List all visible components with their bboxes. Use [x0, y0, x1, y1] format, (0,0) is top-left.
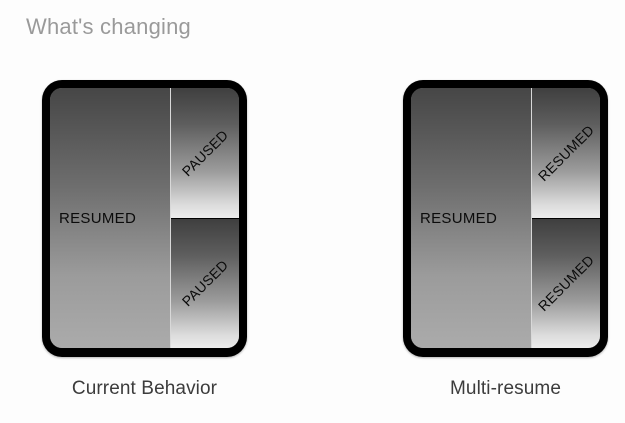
sub-pane-bottom[interactable]: PAUSED [171, 217, 239, 348]
main-pane-label: RESUMED [59, 209, 137, 227]
sub-pane-top[interactable]: RESUMED [532, 88, 600, 218]
device-frame: RESUMED RESUMED RESUMED [403, 80, 608, 357]
device-screen: RESUMED PAUSED PAUSED [50, 88, 239, 348]
caption-current-behavior: Current Behavior [71, 378, 218, 399]
sub-pane-column: RESUMED RESUMED [531, 88, 600, 348]
sub-pane-bottom-label: PAUSED [178, 256, 232, 310]
main-pane[interactable]: RESUMED [411, 88, 531, 348]
sub-pane-column: PAUSED PAUSED [170, 88, 239, 348]
page-title: What's changing [26, 14, 191, 39]
main-pane[interactable]: RESUMED [50, 88, 170, 348]
device-current-behavior: RESUMED PAUSED PAUSED [42, 80, 247, 357]
sub-pane-top-label: RESUMED [534, 121, 598, 184]
sub-pane-bottom[interactable]: RESUMED [532, 217, 600, 348]
device-frame: RESUMED PAUSED PAUSED [42, 80, 247, 357]
sub-pane-top-label: PAUSED [178, 126, 232, 180]
sub-pane-top[interactable]: PAUSED [171, 88, 239, 218]
sub-pane-bottom-label: RESUMED [534, 252, 598, 315]
device-screen: RESUMED RESUMED RESUMED [411, 88, 600, 348]
caption-multi-resume: Multi-resume [450, 378, 561, 399]
main-pane-label: RESUMED [420, 209, 498, 227]
device-multi-resume: RESUMED RESUMED RESUMED [403, 80, 608, 357]
